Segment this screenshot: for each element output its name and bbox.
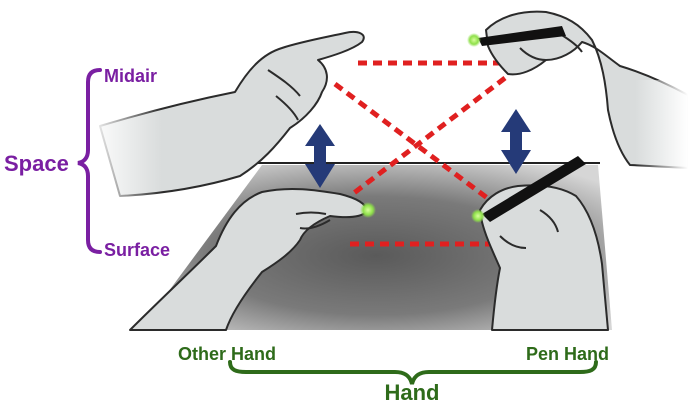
label-space: Space xyxy=(4,151,69,176)
space-brace xyxy=(77,68,102,254)
dashed-cross-b xyxy=(348,76,507,198)
pen-hand-surface xyxy=(471,156,609,331)
dashed-connections xyxy=(333,60,507,247)
pen-hand-midair-arm-fade xyxy=(600,80,688,175)
label-other-hand: Other Hand xyxy=(178,344,276,364)
label-midair: Midair xyxy=(104,66,157,86)
other-hand-touch-glow xyxy=(360,202,376,218)
label-hand: Hand xyxy=(385,380,440,405)
label-pen-hand: Pen Hand xyxy=(526,344,609,364)
other-hand-midair-arm-fade xyxy=(90,90,210,205)
pen-surface-glow xyxy=(471,209,485,223)
dashed-cross-a xyxy=(333,81,492,203)
hand-brace xyxy=(228,360,598,385)
label-surface: Surface xyxy=(104,240,170,260)
pen-midair-glow xyxy=(467,33,481,47)
pen-surface xyxy=(482,156,586,222)
pen-midair xyxy=(478,26,566,46)
double-arrow-right xyxy=(501,109,531,174)
double-arrow-left xyxy=(305,124,335,188)
